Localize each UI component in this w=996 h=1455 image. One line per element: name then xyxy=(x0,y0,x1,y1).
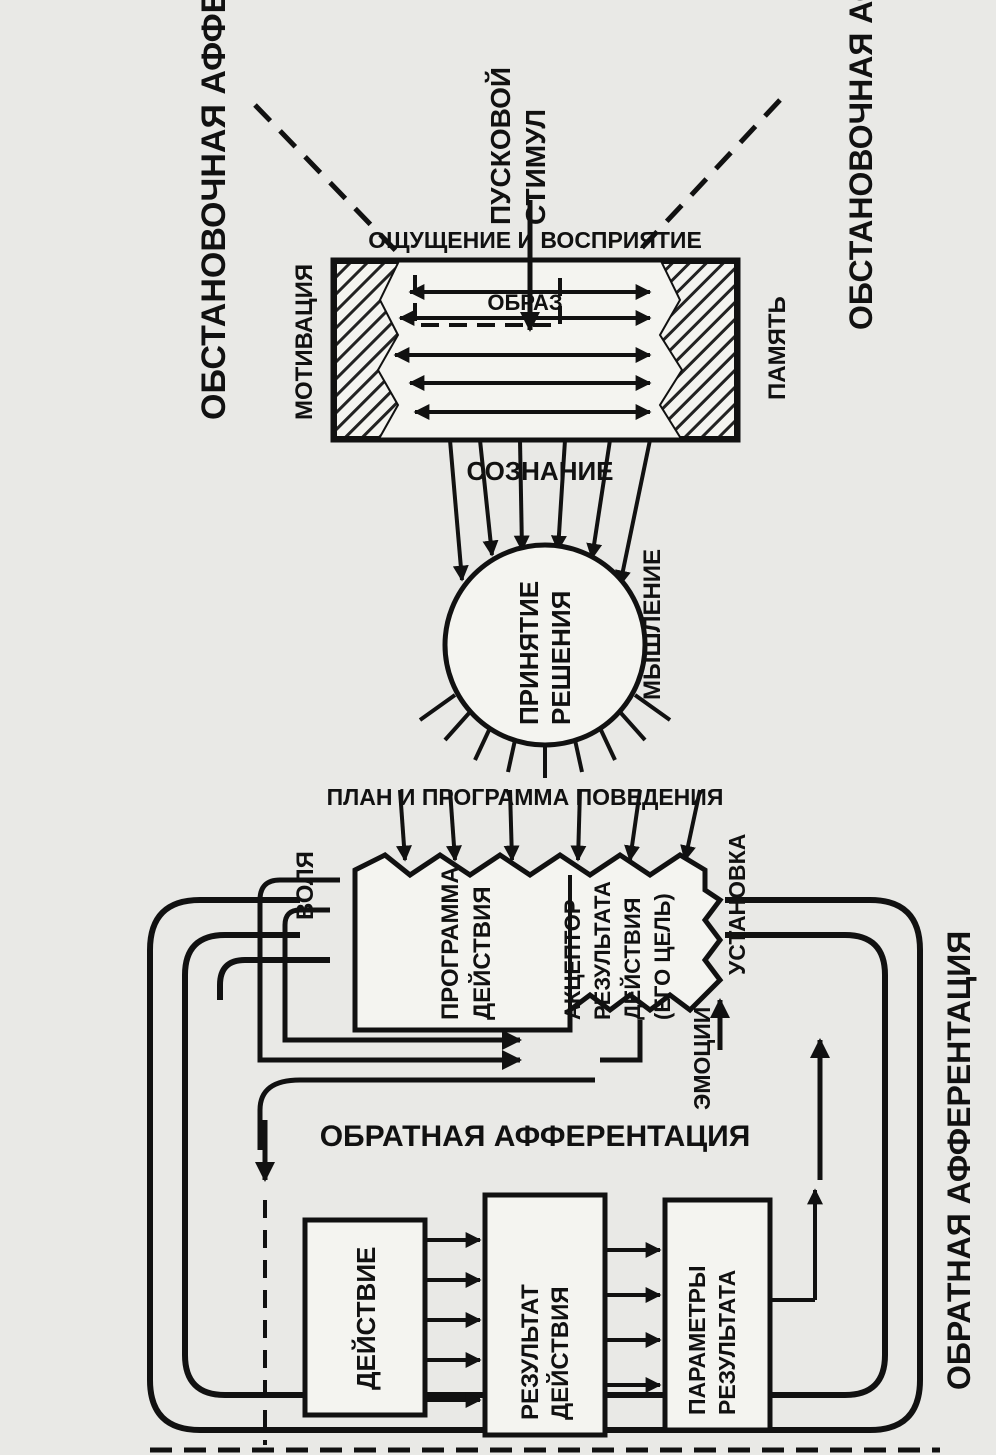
inner-loops xyxy=(255,877,643,1182)
label-action: ДЕЙСТВИЕ xyxy=(351,1247,381,1390)
program-block xyxy=(352,851,724,1033)
label-decision-1: ПРИНЯТИЕ xyxy=(514,581,544,725)
label-consciousness: СОЗНАНИЕ xyxy=(467,456,614,486)
label-result-2: ДЕЙСТВИЯ xyxy=(546,1286,574,1420)
input-lines xyxy=(253,98,782,332)
label-acceptor-1: АКЦЕПТОР xyxy=(560,899,585,1020)
label-plan-program: ПЛАН И ПРОГРАММА ПОВЕДЕНИЯ xyxy=(327,784,724,810)
label-trigger-stimulus-2: СТИМУЛ xyxy=(520,109,551,225)
params-box xyxy=(662,1197,773,1433)
emotions-connector xyxy=(710,998,830,1180)
label-acceptor-3: ДЕЙСТВИЯ xyxy=(620,898,645,1020)
label-feedback-afferentation-right: ОБРАТНАЯ АФФЕРЕНТАЦИЯ xyxy=(941,931,977,1390)
perception-block xyxy=(330,257,741,443)
result-box xyxy=(482,1192,608,1438)
label-decision-2: РЕШЕНИЯ xyxy=(546,591,576,725)
label-action-program-2: ДЕЙСТВИЯ xyxy=(468,886,496,1020)
decision-circle xyxy=(442,542,648,748)
label-trigger-stimulus-1: ПУСКОВОЙ xyxy=(484,67,516,225)
label-acceptor-4: (ЕГО ЦЕЛЬ) xyxy=(650,893,675,1020)
label-situational-afferentation-right: ОБСТАНОВОЧНАЯ АФФЕРЕНТАЦИЯ xyxy=(843,0,879,330)
consciousness-arrows xyxy=(448,439,652,587)
label-motivation: МОТИВАЦИЯ xyxy=(291,264,318,420)
label-feedback-afferentation: ОБРАТНАЯ АФФЕРЕНТАЦИЯ xyxy=(320,1120,751,1153)
action-box xyxy=(302,1217,428,1418)
plan-arrows xyxy=(395,789,702,862)
label-thinking: МЫШЛЕНИЕ xyxy=(639,549,666,700)
label-sensation-perception: ОЩУЩЕНИЕ И ВОСПРИЯТИЕ xyxy=(368,227,702,253)
label-action-program-1: ПРОГРАММА xyxy=(437,866,464,1020)
label-memory: ПАМЯТЬ xyxy=(764,296,791,400)
decision-rays xyxy=(418,693,672,778)
label-will: ВОЛЯ xyxy=(292,851,319,920)
label-params-1: ПАРАМЕТРЫ xyxy=(684,1266,710,1415)
label-params-2: РЕЗУЛЬТАТА xyxy=(714,1270,740,1415)
label-result-1: РЕЗУЛЬТАТ xyxy=(517,1284,544,1420)
label-acceptor-2: РЕЗУЛЬТАТА xyxy=(590,881,615,1020)
label-situational-afferentation-left: ОБСТАНОВОЧНАЯ АФФЕРЕНТАЦИЯ xyxy=(195,0,233,420)
bottom-box-arrows xyxy=(425,1188,823,1408)
label-image: ОБРАЗ xyxy=(487,290,562,315)
label-emotions: ЭМОЦИИ xyxy=(689,1007,715,1110)
label-attitude: УСТАНОВКА xyxy=(724,834,750,975)
